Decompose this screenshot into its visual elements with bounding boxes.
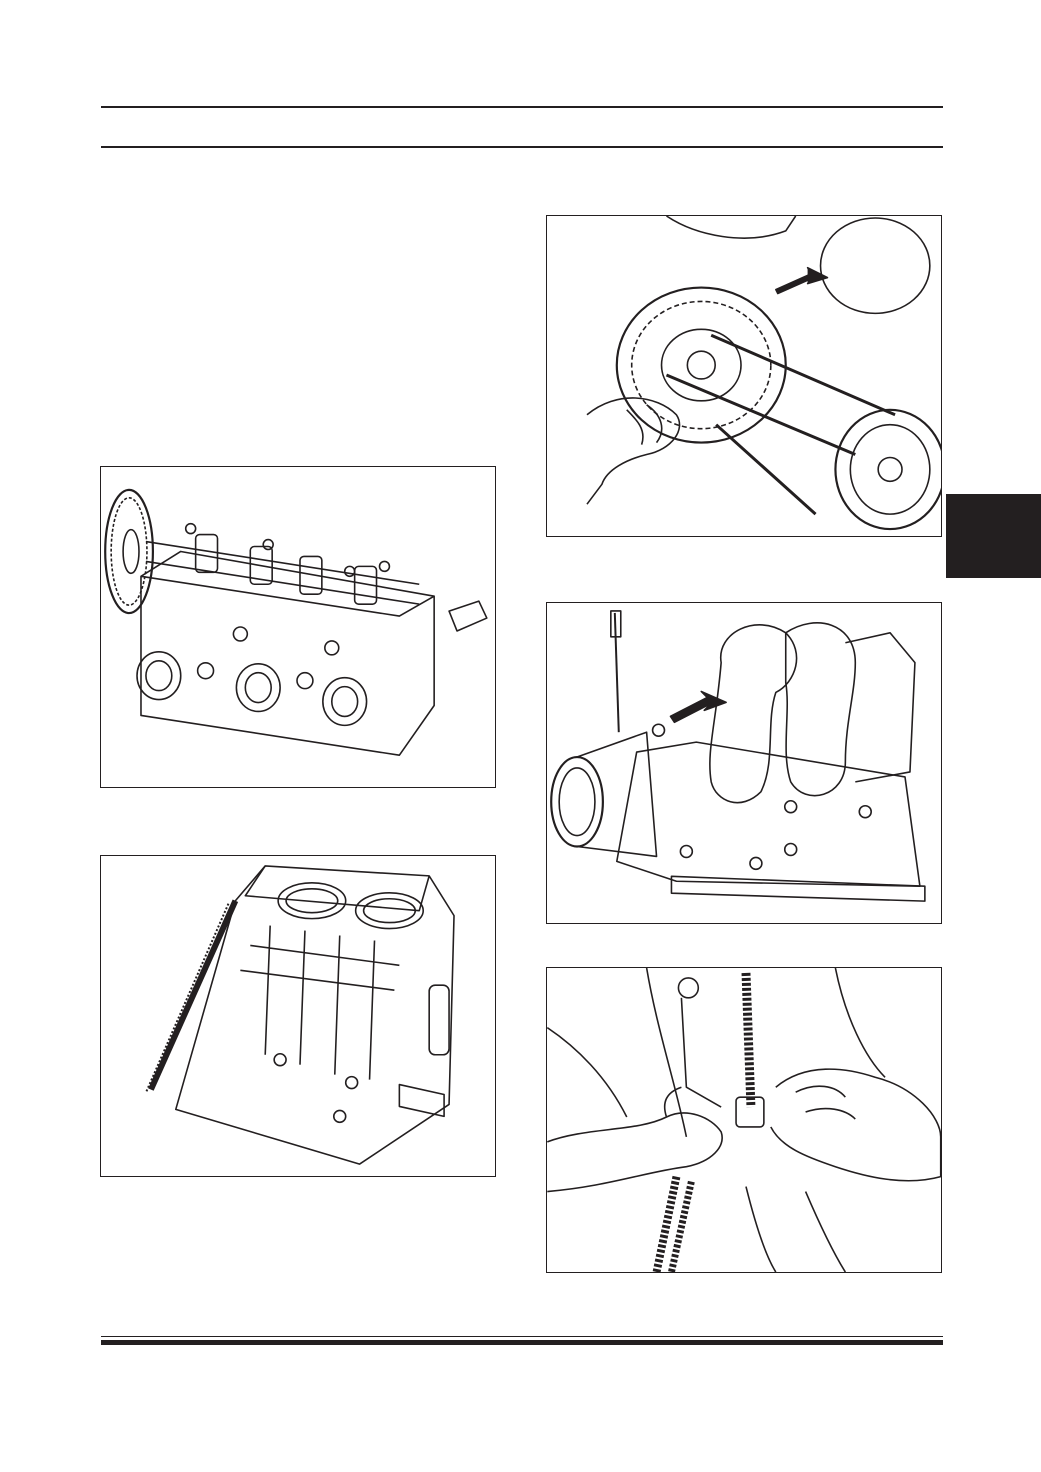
- footer-rule-thin: [101, 1336, 943, 1337]
- intake-manifold-icon: [550, 610, 926, 902]
- header-rule-bottom: [101, 146, 943, 148]
- figure-alternator-removal: [546, 215, 942, 537]
- figure-harness-connector: [546, 967, 942, 1273]
- figure-camshaft-cylinder-head: [100, 466, 496, 788]
- figure-cylinder-block: [100, 855, 496, 1177]
- cylinder-block-icon: [145, 865, 455, 1165]
- camshaft-cylinder-head-icon: [104, 488, 488, 756]
- harness-connector-icon: [547, 968, 941, 1272]
- section-tab: [946, 494, 1041, 578]
- header-rule-top: [101, 106, 943, 108]
- footer-rule-thick: [101, 1340, 943, 1345]
- figure-intake-manifold-bolt: [546, 602, 942, 924]
- alternator-icon: [586, 216, 941, 531]
